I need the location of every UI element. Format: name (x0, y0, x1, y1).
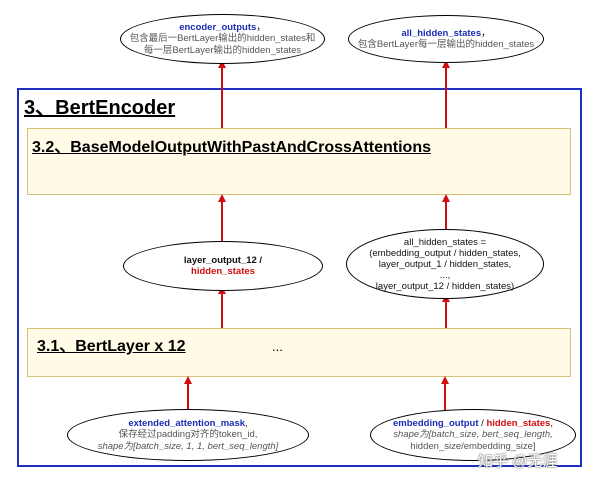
embedding-output-separator: / (478, 417, 487, 429)
extended-attention-mask-shape: shape为[batch_size, 1, 1, bert_seq_length… (97, 440, 279, 452)
embedding-hidden-states-label: hidden_states (486, 417, 551, 429)
tuple-line-2: (embedding_output / hidden_states, (369, 247, 521, 259)
zhihu-watermark: 知乎 @无涯 (478, 453, 558, 470)
encoder-outputs-desc-2: 每一层BertLayer输出的hidden_states (143, 44, 302, 56)
extended-attention-mask-suffix: , (245, 417, 248, 429)
bert-encoder-frame (17, 88, 582, 467)
bert-layer-block-title: 3.1、BertLayer x 12 (37, 338, 186, 355)
encoder-outputs-suffix: ， (256, 21, 266, 33)
extended-attention-mask-oval: extended_attention_mask, 保存经过padding对齐的t… (67, 409, 309, 461)
embedding-output-shape-2: hidden_size/embedding_size] (410, 440, 536, 452)
bert-layer-ellipsis: ... (272, 339, 283, 354)
output-block: 3.2、BaseModelOutputWithPastAndCrossAtten… (27, 128, 571, 195)
all-hidden-states-desc: 包含BertLayer每一层输出的hidden_states (357, 39, 535, 50)
extended-attention-mask-desc: 保存经过padding对齐的token_id, (118, 429, 258, 441)
tuple-line-1: all_hidden_states = (403, 236, 487, 248)
tuple-line-5: layer_output_12 / hidden_states) (375, 280, 515, 292)
output-block-title: 3.2、BaseModelOutputWithPastAndCrossAtten… (32, 139, 431, 156)
layer-output-hidden-states: hidden_states (191, 266, 255, 277)
layer-output-label: layer_output_12 / (183, 254, 263, 266)
layer-output-oval: layer_output_12 / hidden_states (123, 241, 323, 291)
encoder-outputs-oval: encoder_outputs， 包含最后一BertLayer输出的hidden… (120, 14, 325, 64)
embedding-output-shape-1: shape为[batch_size, bert_seq_length, (393, 429, 553, 441)
embedding-output-oval: embedding_output / hidden_states, shape为… (370, 409, 576, 461)
encoder-outputs-label: encoder_outputs (179, 21, 257, 33)
embedding-output-suffix: , (550, 417, 553, 429)
all-hidden-states-tuple-oval: all_hidden_states = (embedding_output / … (346, 229, 544, 299)
tuple-line-3: layer_output_1 / hidden_states, (378, 258, 512, 270)
tuple-line-4: ..., (439, 269, 451, 281)
encoder-outputs-desc-1: 包含最后一BertLayer输出的hidden_states和 (129, 33, 316, 45)
all-hidden-states-suffix: ， (481, 27, 491, 39)
all-hidden-states-label: all_hidden_states (401, 27, 482, 39)
bert-layer-block: 3.1、BertLayer x 12 ... (27, 328, 571, 377)
bert-encoder-title: 3、BertEncoder (24, 97, 176, 119)
all-hidden-states-oval: all_hidden_states， 包含BertLayer每一层输出的hidd… (348, 15, 544, 63)
extended-attention-mask-label: extended_attention_mask (128, 417, 246, 429)
embedding-output-label: embedding_output (393, 417, 479, 429)
